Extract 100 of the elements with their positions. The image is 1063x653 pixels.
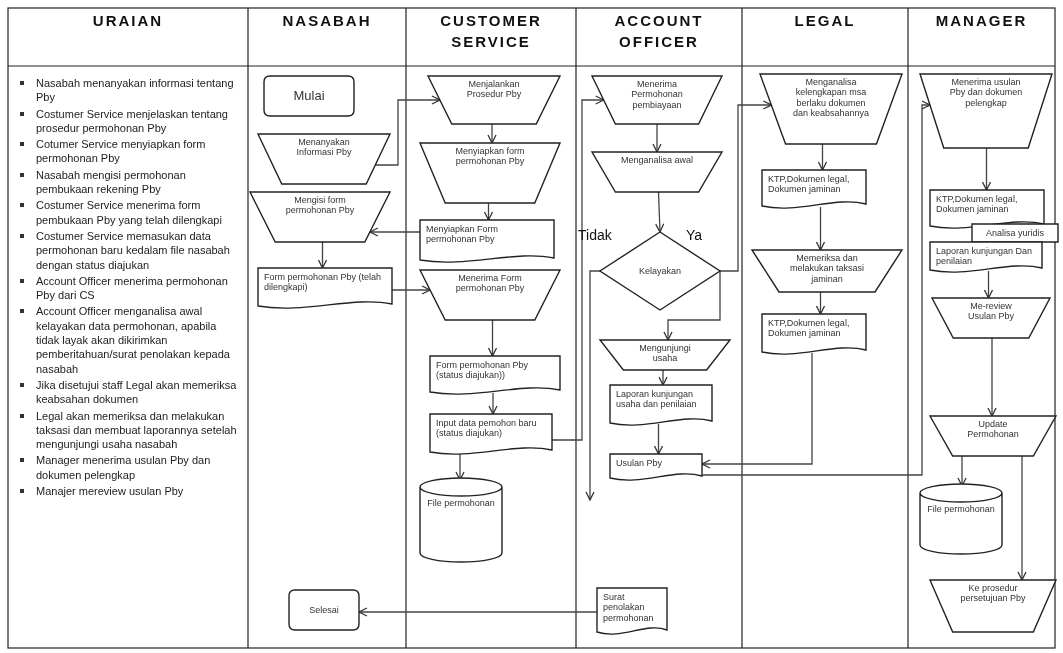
step-label: Form permohonan Pby (telah dilengkapi) [264,272,383,293]
manual-operation-trapezoid [592,152,722,192]
arrow [658,369,668,386]
step-label: Menanyakan Informasi Pby [295,137,353,158]
description-text: Nasabah mengisi permohonan pembukaan rekening Pby [36,167,187,197]
step-label: Menyiapkan form permohonan Pby [454,146,526,167]
manual-operation-trapezoid [258,134,390,184]
arrow [652,123,662,153]
step-label: File permohonan [927,504,995,515]
step-label: Menerima Form permohonan Pby [454,273,526,294]
step-label: Me-review Usulan Pby [967,301,1015,322]
description-text: Jika disetujui staff Legal akan memeriksa keabsahan dokumen [36,377,238,407]
branch-label: Ya [686,227,703,243]
lane-header: URAIAN [91,11,165,31]
step-label: File permohonan [427,498,495,509]
arrow [987,337,997,417]
step-label: Form permohonan Pby (status diajukan)) [436,360,530,381]
arrow [815,206,826,251]
terminator-box [264,76,354,116]
document-shape [420,220,554,264]
arrow [585,270,601,501]
arrow [369,227,421,237]
step-label: Mengisi form permohonan Pby [284,195,356,216]
lane-header: ACCOUNT OFFICER [613,11,705,52]
description-text: Cotumer Service menyiapkan form permohonan Pby [36,137,207,166]
step-label: Menerima Permohonan pembiayaan [630,79,684,111]
step-label: Kelayakan [639,265,681,277]
step-label: Input data pemohon baru (status diajukan) [436,418,538,439]
manual-operation-trapezoid [752,250,902,292]
description-text: Costumer Service menjelaskan tentang prosedur permohonan Pby [36,106,229,136]
document-shape [597,588,667,636]
document-shape [930,242,1042,274]
lane-header: MANAGER [934,11,1029,31]
step-label: KTP,Dokumen legal, Dokumen jaminan [936,194,1019,215]
document-shape [610,385,712,427]
step-label: Menyiapkan Form permohonan Pby [426,224,500,245]
step-label: Usulan Pby [616,458,663,469]
step-label: KTP,Dokumen legal, Dokumen jaminan [768,174,851,195]
document-shape [430,414,552,456]
arrow [488,392,498,415]
document-shape [258,268,392,310]
arrow [719,100,772,272]
lane-header: CUSTOMER SERVICE [439,11,543,52]
manual-operation-trapezoid [250,192,390,242]
description-text: Costumer Service menerima form pembukaan Pby yang telah dilengkapi [36,198,223,227]
step-label: Memeriksa dan melakukan taksasi jaminan [788,253,865,285]
step-label: Menjalankan Prosedur Pby [465,79,523,100]
step-label: Surat penolakan permohonan [603,592,655,624]
arrow [817,143,828,171]
description-text: Legal akan memeriksa dan melakukan taksasi dan membuat laporannya setelah mengunjungi usaha nasabah [36,408,238,452]
manual-operation-trapezoid [930,580,1056,632]
document-shape [762,170,866,210]
step-label: Mulai [293,88,325,104]
manual-operation-trapezoid [920,74,1052,148]
step-label: Ke prosedur persetujuan Pby [959,583,1027,604]
arrow [1017,455,1027,581]
step-label: Menganalisa awal [620,155,693,166]
terminator-box [289,590,359,630]
manual-operation-trapezoid [592,76,722,124]
step-label: Mengunjungi usaha [638,343,692,364]
description-text: Account Officer menganalisa awal kelayakan data permohonan, apabila tidak layak akan dikirimkan pemberitahuan/surat penolakan kepada nasabah [36,304,231,376]
step-label: KTP,Dokumen legal, Dokumen jaminan [768,318,851,339]
arrow [483,202,494,221]
step-label: Analisa yuridis [986,227,1044,239]
manual-operation-trapezoid [420,143,560,203]
document-shape [430,356,560,396]
description-text: Manajer mereview usulan Pby [36,484,184,499]
manual-operation-trapezoid [932,298,1050,338]
step-label: Menerima usulan Pby dan dokumen pelengkap [948,77,1024,109]
arrow [981,147,992,191]
step-label: Menganalisa kelengkapan msa berlaku dokumen dan keabsahannya [791,77,871,119]
step-label: Laporan kunjungan Dan penilaian [936,246,1034,267]
arrow [317,241,328,269]
manual-operation-trapezoid [760,74,902,144]
document-shape [930,190,1044,230]
description-text: Costumer Service memasukan data permohonan baru kedalam file nasabah dengan status diajukan [36,228,231,272]
process-box [972,224,1058,242]
description-text: Account Officer menerima permohonan Pby dari CS [36,273,229,303]
step-label: Selesai [309,604,339,616]
arrow [655,191,665,233]
lane-header: LEGAL [793,11,857,31]
arrow [487,123,497,144]
database-cylinder [420,478,502,562]
lane-header: NASABAH [281,11,373,31]
manual-operation-trapezoid [428,76,560,124]
manual-operation-trapezoid [930,416,1056,456]
arrow [653,423,664,455]
database-cylinder [920,484,1002,554]
arrow [815,291,826,315]
arrow [487,319,498,357]
step-label: Update Permohonan [966,419,1020,440]
step-label: Laporan kunjungan usaha dan penilaian [616,389,698,410]
arrow [663,270,721,341]
manual-operation-trapezoid [420,270,560,320]
description-text: Manager menerima usulan Pby dan dokumen pelengkap [36,453,212,482]
arrow [983,270,994,299]
document-shape [762,314,866,356]
description-text: Nasabah menanyakan informasi tentang Pby [36,76,235,105]
branch-label: Tidak [578,227,612,243]
document-shape [610,454,702,482]
